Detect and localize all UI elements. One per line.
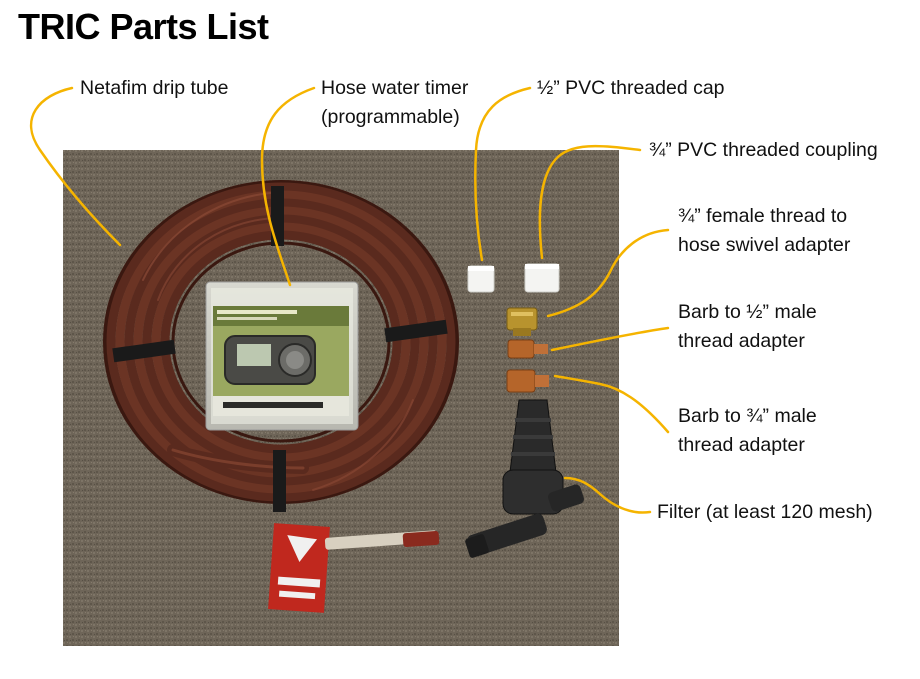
parts-photo	[63, 150, 619, 646]
pvc-cap	[467, 265, 495, 293]
label-pvc-cap: ½” PVC threaded cap	[537, 77, 725, 99]
pvc-coupling	[524, 263, 560, 293]
label-hose-timer: Hose water timer (programmable)	[321, 77, 469, 128]
brass-swivel-adapter	[506, 307, 538, 336]
page-title: TRIC Parts List	[18, 6, 269, 47]
label-barb-half-adapter: Barb to ½” male thread adapter	[678, 301, 817, 352]
label-pvc-coupling: ¾” PVC threaded coupling	[649, 139, 878, 161]
barb-three-quarter-adapter	[506, 369, 549, 393]
label-swivel-adapter: ¾” female thread to hose swivel adapter	[678, 205, 851, 256]
water-timer-package	[205, 281, 359, 431]
label-filter: Filter (at least 120 mesh)	[657, 501, 873, 523]
label-barb-three-quarter-adapter: Barb to ¾” male thread adapter	[678, 405, 817, 456]
parts-photo-illustration	[63, 150, 619, 646]
label-drip-tube: Netafim drip tube	[80, 77, 229, 99]
netafim-tag	[268, 523, 440, 613]
barb-half-adapter	[507, 339, 548, 359]
